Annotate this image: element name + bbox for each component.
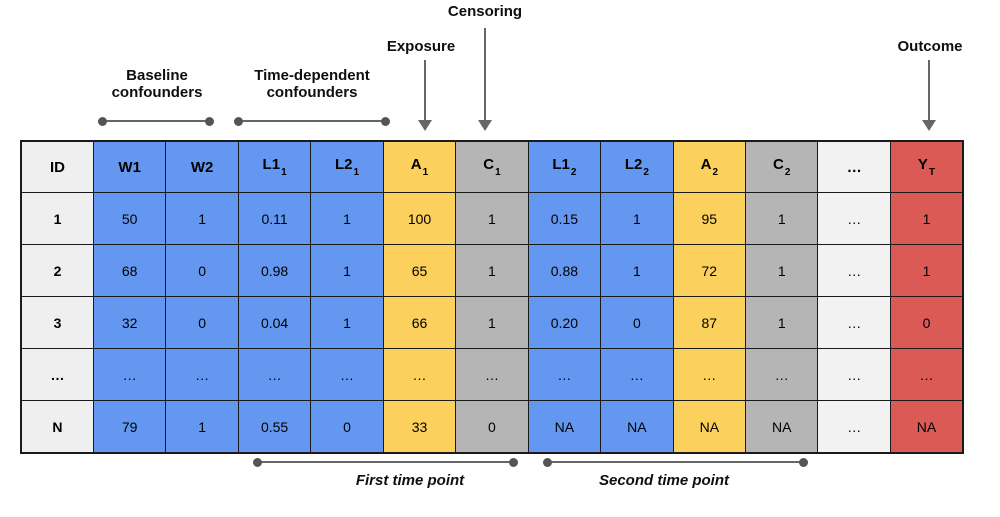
table-cell: … [817,348,891,401]
table-cell: … [889,348,964,401]
table-cell: 0.11 [237,192,312,245]
column-header-l1-2: L12 [527,140,602,193]
table-cell: 0 [310,400,384,454]
table-cell: 0.98 [237,244,312,297]
column-header-id: ID [20,140,94,193]
table-cell: 0 [455,400,529,454]
row-id-cell: 1 [20,192,94,245]
exposure-label: Exposure [386,38,456,55]
first-time-point-label: First time point [355,472,465,489]
censoring-label: Censoring [447,3,523,20]
table-cell: 1 [745,244,819,297]
column-header-w2: W2 [165,140,239,193]
table-cell: 0.04 [237,296,312,349]
table-row: ………………………………… [20,348,964,401]
second-time-point-label: Second time point [598,472,729,489]
table-cell: 1 [745,192,819,245]
row-id-cell: N [20,400,94,454]
table-cell: … [165,348,239,401]
table-cell: 50 [92,192,167,245]
table-cell: 32 [92,296,167,349]
table-cell: … [672,348,747,401]
second-time-point-bracket [543,457,808,467]
column-header-y-t: YT [889,140,964,193]
baseline-confounders-bracket [98,116,214,126]
table-cell: … [817,400,891,454]
table-cell: 1 [455,296,529,349]
column-header-ellipsis: … [817,140,891,193]
column-header-c-2: C2 [745,140,819,193]
table-cell: 1 [600,244,674,297]
table-cell: 1 [745,296,819,349]
exposure-arrow-icon [418,60,432,131]
column-header-c-1: C1 [455,140,529,193]
table-cell: 65 [382,244,457,297]
table-cell: 95 [672,192,747,245]
table-cell: 0 [600,296,674,349]
table-cell: 72 [672,244,747,297]
column-header-l2-1: L21 [310,140,384,193]
outcome-arrow-icon [922,60,936,131]
table-cell: 0 [889,296,964,349]
column-header-a-1: A1 [382,140,457,193]
table-cell: … [817,244,891,297]
table-cell: … [92,348,167,401]
table-cell: 1 [889,244,964,297]
row-id-cell: 3 [20,296,94,349]
table-cell: 1 [600,192,674,245]
table-cell: 1 [310,192,384,245]
column-header-a-2: A2 [672,140,747,193]
table-cell: 79 [92,400,167,454]
table-cell: … [745,348,819,401]
table-cell: 1 [165,192,239,245]
table-cell: 0.55 [237,400,312,454]
table-cell: … [237,348,312,401]
outcome-label: Outcome [897,38,963,55]
time-dependent-confounders-bracket [234,116,390,126]
table-cell: 0.15 [527,192,602,245]
table-cell: 1 [165,400,239,454]
table-cell: 0.88 [527,244,602,297]
table-cell: 0 [165,296,239,349]
table-cell: … [817,192,891,245]
row-id-cell: … [20,348,94,401]
table-cell: … [600,348,674,401]
table-cell: NA [745,400,819,454]
table-cell: 1 [455,244,529,297]
table-cell: … [382,348,457,401]
column-header-w1: W1 [92,140,167,193]
baseline-confounders-label: Baseline confounders [111,67,203,101]
row-id-cell: 2 [20,244,94,297]
table-cell: 0 [165,244,239,297]
table-cell: 33 [382,400,457,454]
table-cell: 100 [382,192,457,245]
table-cell: NA [527,400,602,454]
table-cell: 1 [310,244,384,297]
table-cell: 1 [889,192,964,245]
table-cell: 0.20 [527,296,602,349]
table-cell: … [310,348,384,401]
column-header-l2-2: L22 [600,140,674,193]
table-cell: 1 [455,192,529,245]
censoring-arrow-icon [478,28,492,131]
table-cell: 87 [672,296,747,349]
table-cell: 68 [92,244,167,297]
table-cell: … [455,348,529,401]
time-dependent-confounders-label: Time-dependent confounders [254,67,370,101]
table-cell: NA [889,400,964,454]
table-cell: … [817,296,891,349]
column-header-l1-1: L11 [237,140,312,193]
table-cell: … [527,348,602,401]
table-cell: 1 [310,296,384,349]
table-cell: NA [600,400,674,454]
table-cell: NA [672,400,747,454]
table-cell: 66 [382,296,457,349]
first-time-point-bracket [253,457,518,467]
